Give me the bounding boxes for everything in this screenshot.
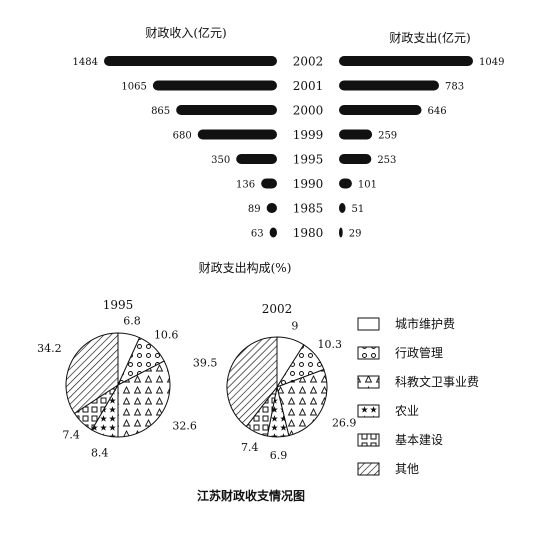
year-label: 1995 [293,153,324,167]
pie-value-label: 7.4 [62,428,80,441]
income-bar [197,129,277,140]
legend-label: 农业 [395,404,419,418]
expense-bar [339,105,422,115]
income-value-label: 1065 [121,82,146,93]
income-bar [261,178,277,189]
pie-slice [117,360,171,438]
legend-label: 基本建设 [395,433,443,447]
expense-value-label: 646 [428,106,447,117]
expense-bar [339,80,440,91]
pie-chart-title: 财政支出构成(%) [199,260,292,275]
income-bar [266,203,277,213]
pie-value-label: 39.5 [193,356,218,369]
legend-label: 其他 [395,462,419,476]
legend-swatch [357,433,380,447]
year-label: 2002 [293,55,324,69]
expense-value-label: 253 [377,155,396,166]
pie-value-label: 6.8 [123,315,141,328]
legend-swatch [357,462,380,476]
pie-value-label: 10.3 [318,338,343,351]
bar-charts: 2002 1484 1049 2001 1065 783 2000 865 646 1999 680… [73,55,505,241]
pie-value-label: 7.4 [241,441,259,454]
income-value-label: 136 [236,180,255,191]
pie-value-label: 10.6 [154,328,179,341]
expense-value-label: 101 [358,180,377,191]
income-bar [104,56,277,66]
pie-value-label: 34.2 [37,342,62,355]
income-bar [236,154,277,164]
expense-bar [339,56,473,66]
expense-bar [339,178,352,189]
legend-swatch [357,375,380,389]
year-label: 1990 [293,177,324,191]
pie-charts: 1995 6.8 10.6 32.6 8.4 7.4 34.2 2002 9 10.3 26.9 6.… [37,298,356,462]
income-chart-title: 财政收入(亿元) [145,25,226,40]
year-label: 2001 [293,79,324,93]
expense-value-label: 1049 [479,57,504,68]
income-value-label: 63 [251,229,264,240]
income-value-label: 680 [173,131,192,142]
legend-label: 行政管理 [395,345,443,360]
expense-chart-title: 财政支出(亿元) [389,30,470,45]
expense-bar [339,227,343,238]
pie-value-label: 9 [291,320,298,333]
pie-slice [276,368,328,437]
year-label: 2000 [293,104,324,118]
pie-value-label: 8.4 [91,447,109,460]
income-value-label: 89 [248,204,261,215]
pie-year-label: 2002 [262,302,293,316]
expense-value-label: 783 [445,82,464,93]
expense-value-label: 51 [352,204,365,215]
pie-value-label: 26.9 [332,417,357,430]
income-value-label: 350 [211,155,230,166]
year-label: 1985 [293,202,324,216]
income-bar [152,80,277,91]
legend-label: 科教文卫事业费 [395,374,479,389]
pie-value-label: 32.6 [172,420,197,433]
pie-slice [226,336,278,428]
expense-bar [339,203,346,213]
legend-swatch [357,346,380,360]
legend-swatch [357,317,380,331]
expense-bar [339,129,373,140]
expense-bar [339,154,372,164]
income-bar [269,227,277,238]
expense-value-label: 259 [378,131,397,142]
legend-swatch [357,404,380,418]
year-label: 1999 [293,128,324,142]
income-bar [176,105,277,115]
figure-caption: 江苏财政收支情况图 [197,488,305,503]
legend-label: 城市维护费 [395,316,455,331]
year-label: 1980 [293,226,324,240]
income-value-label: 1484 [73,57,98,68]
pie-slice [65,332,119,415]
pie-value-label: 6.9 [270,449,288,462]
expense-value-label: 29 [349,229,362,240]
pie-year-label: 1995 [103,298,134,312]
income-value-label: 865 [151,106,170,117]
